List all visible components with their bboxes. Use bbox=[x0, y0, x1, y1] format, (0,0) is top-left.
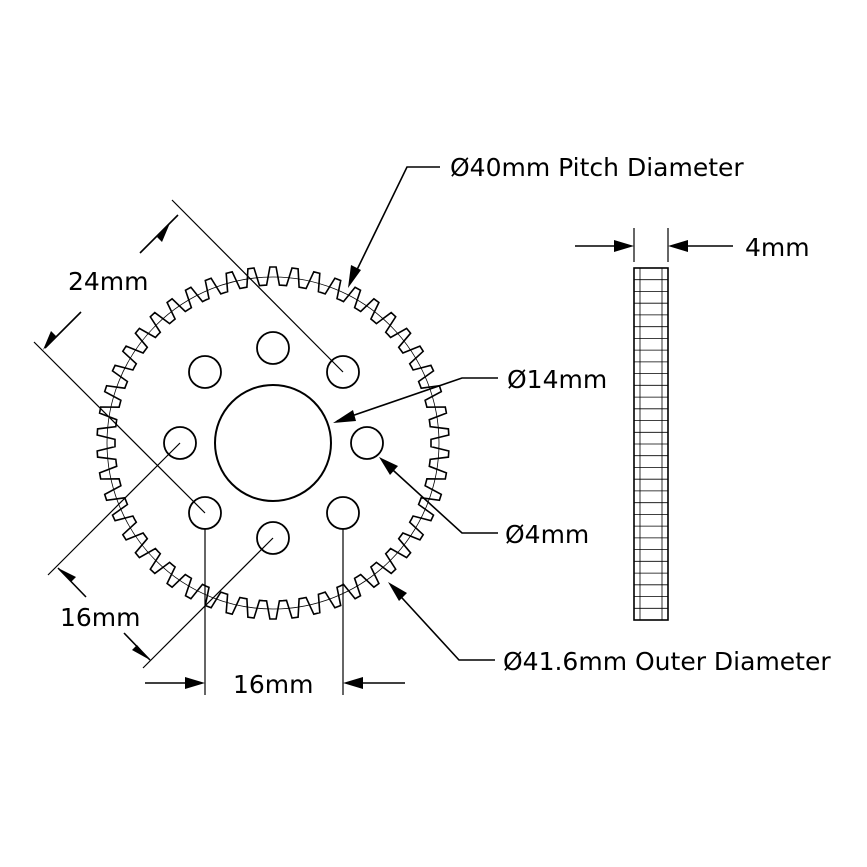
mounting-hole-top-left bbox=[188, 355, 222, 389]
mounting-hole-bottom-right bbox=[326, 496, 360, 530]
center-bore bbox=[214, 384, 332, 502]
thickness-label: 4mm bbox=[745, 233, 810, 262]
horizontal-16mm-label: 16mm bbox=[233, 670, 314, 699]
pitch-diameter-callout: Ø40mm Pitch Diameter bbox=[348, 153, 744, 288]
hub-diameter-label: Ø14mm bbox=[507, 365, 607, 394]
outer-diameter-label: Ø41.6mm Outer Diameter bbox=[503, 647, 831, 676]
hole-diameter-callout: Ø4mm bbox=[379, 457, 589, 549]
thickness-dimension: 4mm bbox=[575, 228, 810, 262]
gear-front-view bbox=[96, 266, 450, 620]
hub-diameter-callout: Ø14mm bbox=[333, 365, 607, 423]
diagonal-24mm-dimension: 24mm bbox=[33, 199, 344, 514]
pitch-diameter-label: Ø40mm Pitch Diameter bbox=[450, 153, 744, 182]
hole-diameter-label: Ø4mm bbox=[505, 520, 589, 549]
diagonal-16mm-label: 16mm bbox=[60, 603, 141, 632]
mounting-hole-top bbox=[256, 331, 290, 365]
horizontal-16mm-dimension: 16mm bbox=[145, 528, 405, 699]
diagonal-24mm-label: 24mm bbox=[68, 267, 149, 296]
gear-pitch-circle bbox=[106, 276, 440, 610]
gear-side-tooth-lines bbox=[634, 268, 668, 620]
diagonal-16mm-dimension: 16mm bbox=[47, 442, 274, 669]
outer-diameter-callout: Ø41.6mm Outer Diameter bbox=[388, 582, 831, 676]
mounting-hole-right bbox=[350, 426, 384, 460]
gear-side-view bbox=[633, 267, 669, 621]
